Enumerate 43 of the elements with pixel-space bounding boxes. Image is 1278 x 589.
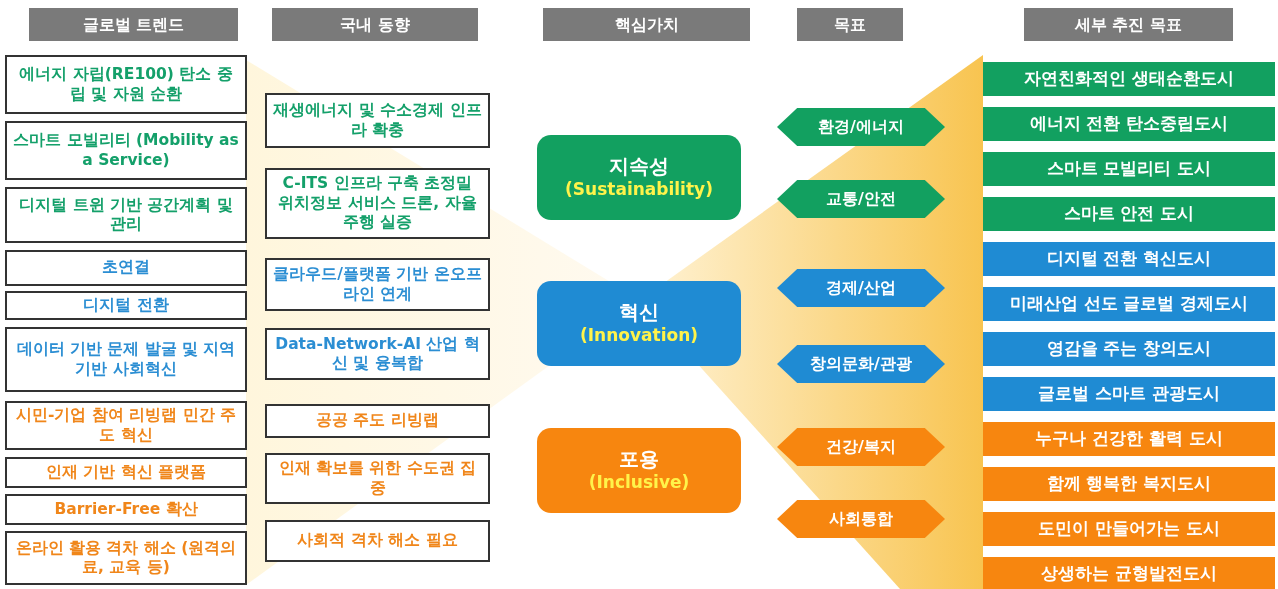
column-header: 국내 동향 (272, 8, 478, 41)
goal-bar: 글로벌 스마트 관광도시 (983, 377, 1275, 411)
trend-box: 데이터 기반 문제 발굴 및 지역 기반 사회혁신 (5, 327, 247, 392)
trend-box: 초연결 (5, 250, 247, 286)
value-title: 혁신 (619, 300, 659, 326)
trend-box: 온라인 활용 격차 해소 (원격의료, 교육 등) (5, 531, 247, 585)
trend-box: 인재 기반 혁신 플랫폼 (5, 457, 247, 488)
goal-bar: 스마트 모빌리티 도시 (983, 152, 1275, 186)
goal-bar: 함께 행복한 복지도시 (983, 467, 1275, 501)
goal-bar: 스마트 안전 도시 (983, 197, 1275, 231)
goal-bar: 미래산업 선도 글로벌 경제도시 (983, 287, 1275, 321)
column-header: 글로벌 트렌드 (29, 8, 238, 41)
value-subtitle: (Sustainability) (565, 179, 713, 201)
trend-box: 인재 확보를 위한 수도권 집중 (265, 453, 490, 504)
trend-box: 스마트 모빌리티 (Mobility as a Service) (5, 121, 247, 180)
trend-box: Barrier-Free 확산 (5, 494, 247, 525)
goal-bar: 디지털 전환 혁신도시 (983, 242, 1275, 276)
column-header: 목표 (797, 8, 903, 41)
trend-box: 클라우드/플랫폼 기반 온오프라인 연계 (265, 258, 490, 311)
trend-box: 공공 주도 리빙랩 (265, 404, 490, 438)
trend-box: 재생에너지 및 수소경제 인프라 확충 (265, 93, 490, 148)
trend-box: 디지털 트윈 기반 공간계획 및 관리 (5, 187, 247, 243)
trend-box: C-ITS 인프라 구축 초정밀 위치정보 서비스 드론, 자율주행 실증 (265, 168, 490, 239)
trend-box: 디지털 전환 (5, 291, 247, 320)
value-box (537, 135, 741, 220)
goal-bar: 누구나 건강한 활력 도시 (983, 422, 1275, 456)
value-box (537, 281, 741, 366)
value-title: 포용 (619, 447, 659, 473)
trend-box: 사회적 격차 해소 필요 (265, 520, 490, 562)
value-box (537, 428, 741, 513)
value-subtitle: (Inclusive) (588, 472, 690, 494)
goal-bar: 에너지 전환 탄소중립도시 (983, 107, 1275, 141)
trend-box: Data-Network-AI 산업 혁신 및 융복합 (265, 328, 490, 380)
column-header: 세부 추진 목표 (1024, 8, 1233, 41)
value-title: 지속성 (609, 154, 669, 180)
goal-bar: 도민이 만들어가는 도시 (983, 512, 1275, 546)
goal-bar: 상생하는 균형발전도시 (983, 557, 1275, 589)
value-subtitle: (Innovation) (579, 325, 698, 347)
trend-box: 에너지 자립(RE100) 탄소 중립 및 자원 순환 (5, 55, 247, 114)
goal-bar: 자연친화적인 생태순환도시 (983, 62, 1275, 96)
column-header: 핵심가치 (543, 8, 750, 41)
goal-bar: 영감을 주는 창의도시 (983, 332, 1275, 366)
trend-box: 시민-기업 참여 리빙랩 민간 주도 혁신 (5, 401, 247, 450)
